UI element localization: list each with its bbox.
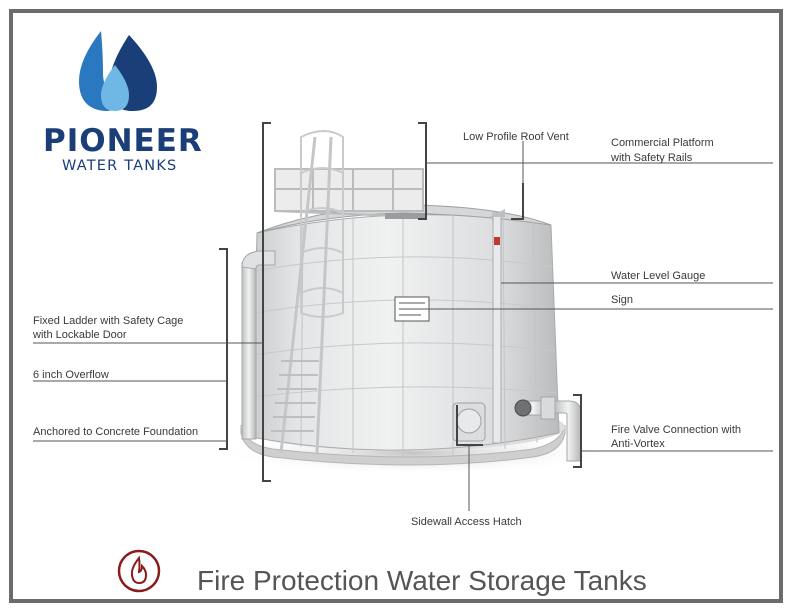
callout-sign: Sign — [611, 294, 634, 306]
tank-sign — [394, 296, 430, 322]
logo-wordmark: PIONEER — [43, 123, 203, 159]
callout-ladder-line2: with Lockable Door — [33, 329, 127, 341]
callout-platform-line1: Commercial Platform — [611, 137, 714, 149]
callout-fire-valve-line2: Anti-Vortex — [611, 438, 665, 450]
leader-lines — [33, 141, 773, 511]
tank-diagram — [13, 122, 779, 532]
overflow-pipe — [241, 250, 276, 440]
sidewall-access-hatch — [452, 402, 486, 442]
callout-foundation: Anchored to Concrete Foundation — [33, 426, 199, 438]
callout-overflow: 6 inch Overflow — [33, 369, 109, 381]
roof-platform — [274, 168, 424, 218]
water-level-gauge — [489, 209, 505, 444]
fire-valve-connection — [514, 396, 582, 462]
concrete-foundation — [240, 424, 566, 466]
callout-platform-line2: with Safety Rails — [611, 152, 693, 164]
tank-shell — [250, 214, 560, 451]
logo-tagline: WATER TANKS — [62, 158, 178, 174]
footer-title: Fire Protection Water Storage Tanks — [197, 565, 647, 596]
bracket-markers — [219, 122, 582, 482]
callout-level-gauge: Water Level Gauge — [611, 270, 706, 282]
callout-ladder-line1: Fixed Ladder with Safety Cage — [33, 315, 184, 327]
callout-fire-valve-line1: Fire Valve Connection with — [611, 424, 742, 436]
logo-drop-icon — [79, 31, 157, 111]
callout-roof-vent: Low Profile Roof Vent — [463, 131, 569, 143]
callout-access-hatch: Sidewall Access Hatch — [411, 516, 522, 528]
diagram-frame: PIONEER WATER TANKS Low Profile Roof Ven… — [9, 9, 783, 603]
ladder-safety-cage — [300, 130, 344, 318]
ladder-rungs — [271, 360, 319, 432]
fixed-ladder — [279, 136, 333, 454]
flame-icon — [117, 549, 161, 593]
platform-deck — [385, 213, 425, 219]
